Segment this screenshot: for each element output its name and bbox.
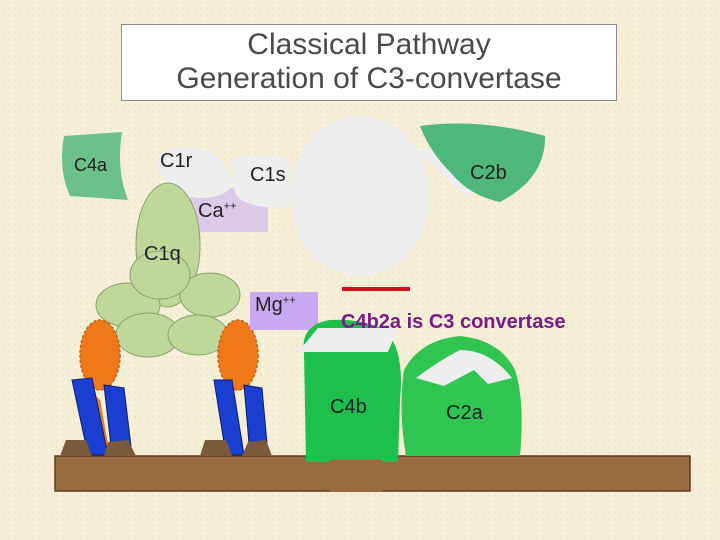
- label-mg: Mg++: [255, 294, 296, 316]
- title-line-1: Classical Pathway: [247, 28, 491, 61]
- c4b-cap: [298, 328, 398, 352]
- title-box: Classical Pathway Generation of C3-conve…: [121, 24, 617, 101]
- label-ca: Ca++: [198, 200, 237, 222]
- red-bar: [342, 287, 410, 291]
- antibody-right: [200, 379, 272, 456]
- label-c1s: C1s: [250, 164, 286, 186]
- antigen-right: [217, 319, 259, 391]
- c1q-head: [129, 250, 191, 300]
- c1s-ghost-ellipse: [290, 116, 430, 276]
- c2a-notch: [416, 350, 512, 386]
- label-c4a: C4a: [74, 155, 108, 175]
- label-c1q: C1q: [144, 243, 181, 265]
- c4b-fragment: [303, 319, 401, 462]
- c4a-fragment: [62, 132, 128, 200]
- convertase-statement: C4b2a is C3 convertase: [341, 311, 566, 333]
- title-line-2: Generation of C3-convertase: [176, 62, 562, 95]
- label-c1r: C1r: [160, 150, 193, 172]
- label-c4b: C4b: [330, 396, 367, 418]
- mg-box: [250, 292, 318, 330]
- c1s-subunit: [230, 154, 290, 208]
- c4b-anchor: [330, 460, 382, 492]
- label-c2b: C2b: [470, 162, 507, 184]
- c2b-fragment: [420, 123, 546, 202]
- antibody-left: [60, 377, 136, 456]
- label-c2a: C2a: [446, 402, 483, 424]
